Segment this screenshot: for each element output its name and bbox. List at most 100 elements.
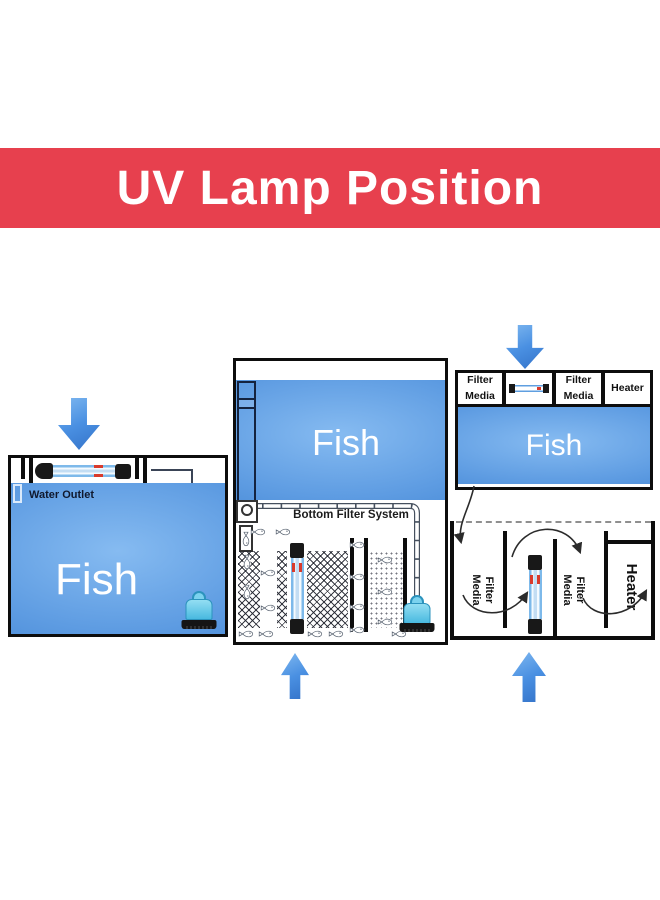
uv-lamp-icon (509, 384, 549, 393)
outlet-circle (241, 504, 253, 516)
water-pump-icon (399, 595, 435, 632)
lamp-tube (528, 570, 542, 619)
sump-baffle (503, 531, 507, 628)
fish-label: Fish (525, 428, 583, 462)
pump-cable (151, 469, 193, 471)
water-area: Water Outlet Fish (11, 483, 225, 634)
lamp-cap (528, 555, 542, 570)
fish-icon (349, 625, 365, 635)
fish-icon (377, 587, 393, 597)
lamp-tube (53, 465, 115, 477)
lamp-cap (543, 384, 549, 393)
filter-media-compartment: Filter Media (556, 373, 601, 404)
lamp-red-mark (537, 387, 541, 390)
uv-lamp-icon (528, 555, 542, 634)
bottom-filter-section: Bottom Filter System (236, 500, 445, 642)
divider-bar (403, 538, 407, 632)
water-outlet-pipe (13, 484, 22, 503)
lamp-red-mark (94, 465, 103, 468)
fish-icon (377, 555, 393, 565)
lamp-tube (515, 385, 543, 392)
fish-icon (250, 527, 266, 537)
uv-lamp-icon (35, 463, 131, 479)
fish-icon (241, 531, 251, 547)
filter-media-label: Filter Media (563, 374, 594, 402)
pump-body (403, 603, 431, 624)
sump-right-wall (651, 521, 655, 640)
water-flow-arrows (453, 485, 648, 615)
lamp-cap (35, 463, 53, 479)
heater-label: Heater (611, 381, 644, 394)
fish-icon (258, 629, 274, 639)
sump-baffle (553, 539, 557, 636)
standpipe-outlet-box (236, 500, 258, 523)
fish-icon (275, 527, 291, 537)
divider-bar (350, 538, 354, 632)
heater-compartment: Heater (605, 373, 650, 404)
compartment-divider (601, 373, 605, 404)
fish-icon (238, 629, 254, 639)
filter-mesh (307, 551, 348, 628)
rim-bracket (135, 458, 139, 479)
divider-bar (364, 538, 368, 632)
fish-icon (377, 617, 393, 627)
pump-body (185, 599, 213, 620)
page-title: UV Lamp Position (116, 161, 544, 215)
filter-mesh (277, 551, 287, 628)
right-top-tank-diagram: Filter Media Filter Media Heater Fish (455, 370, 653, 490)
lamp-red-mark (530, 575, 533, 584)
left-tank-diagram: Water Outlet Fish (8, 455, 228, 637)
pump-handle (192, 591, 206, 602)
rim-bracket (29, 458, 33, 485)
title-banner: UV Lamp Position (0, 148, 660, 228)
fish-icon (349, 602, 365, 612)
rim-bracket (143, 458, 147, 485)
sump-baffle (604, 531, 608, 628)
fish-icon (328, 629, 344, 639)
lamp-cap (115, 463, 131, 479)
fish-icon (307, 629, 323, 639)
compartment-divider (502, 373, 506, 404)
lamp-cap (509, 384, 515, 393)
water-pump-icon (181, 591, 217, 629)
filter-media-label: Filter Media (465, 374, 495, 402)
fish-icon (260, 603, 276, 613)
rim-bracket (21, 458, 25, 479)
lamp-red-mark (94, 474, 103, 477)
lamp-cap (528, 619, 542, 634)
lamp-red-mark (299, 563, 302, 572)
lamp-red-mark (292, 563, 295, 572)
heater-bracket (608, 540, 651, 544)
up-arrow-icon (512, 652, 546, 702)
compartment-divider (552, 373, 556, 404)
fish-icon (260, 568, 276, 578)
bottom-filter-label: Bottom Filter System (293, 509, 409, 521)
water-surface-dashed-line (456, 521, 651, 523)
standpipe-joint (237, 398, 256, 409)
filter-media-compartment: Filter Media (458, 373, 502, 404)
lamp-cap (290, 619, 304, 634)
water-area: Fish (458, 407, 650, 484)
down-arrow-icon (58, 398, 100, 450)
water-area: Fish (236, 380, 445, 503)
fish-icon (349, 540, 365, 550)
lamp-cap (290, 543, 304, 558)
up-arrow-icon (281, 653, 309, 699)
compartment-strip: Filter Media Filter Media Heater (458, 373, 650, 407)
sump-left-wall (450, 521, 454, 640)
lamp-red-mark (537, 575, 540, 584)
middle-tank-diagram: Fish Bottom Filter System (233, 358, 448, 645)
pump-handle (410, 595, 424, 606)
lamp-tube (290, 558, 304, 619)
sump-bottom-wall (450, 636, 655, 640)
water-outlet-label: Water Outlet (29, 489, 94, 501)
pump-base (399, 623, 435, 632)
fish-label: Fish (55, 555, 139, 604)
down-arrow-icon (506, 325, 544, 369)
pump-base (181, 620, 217, 629)
fish-icon (242, 584, 252, 600)
fish-label: Fish (311, 422, 380, 463)
uv-lamp-compartment (506, 373, 552, 404)
uv-lamp-icon (290, 543, 304, 634)
filter-piping-and-fish (238, 503, 420, 639)
